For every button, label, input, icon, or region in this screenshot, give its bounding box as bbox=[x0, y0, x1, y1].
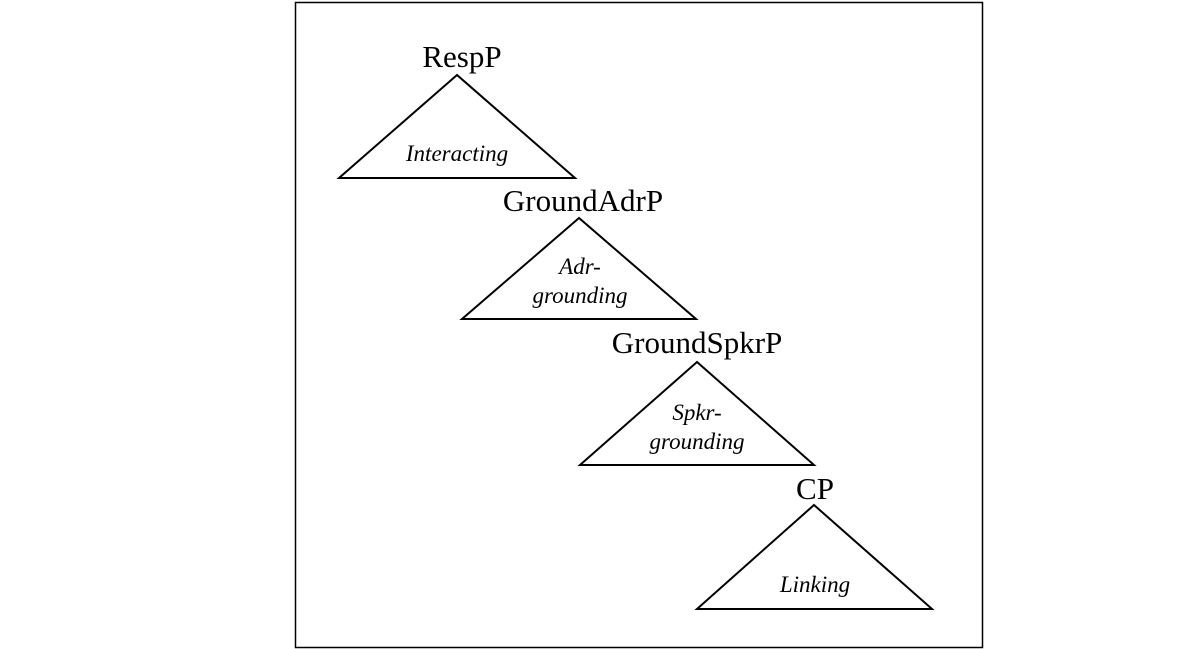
node-label-cp: CP bbox=[796, 471, 834, 506]
node-content-adr-grounding: Adr- grounding bbox=[533, 252, 628, 310]
content-line: grounding bbox=[532, 283, 628, 308]
node-label-groundadrp: GroundAdrP bbox=[502, 183, 664, 218]
node-content-linking: Linking bbox=[780, 570, 850, 599]
node-content-interacting: Interacting bbox=[406, 139, 508, 168]
content-line: Adr- bbox=[559, 254, 601, 279]
content-line: grounding bbox=[649, 429, 745, 454]
content-line: Spkr- bbox=[672, 400, 722, 425]
ground-adr-triangle bbox=[459, 216, 699, 320]
cp-triangle bbox=[694, 503, 935, 610]
ground-spkr-triangle bbox=[577, 360, 817, 466]
resp-triangle bbox=[336, 73, 578, 179]
node-label-respp: RespP bbox=[422, 39, 502, 74]
node-label-groundspkrp: GroundSpkrP bbox=[611, 325, 783, 360]
node-content-spkr-grounding: Spkr- grounding bbox=[650, 398, 745, 456]
content-line: Interacting bbox=[405, 141, 509, 166]
diagram-frame bbox=[294, 1, 984, 649]
content-line: Linking bbox=[779, 572, 851, 597]
